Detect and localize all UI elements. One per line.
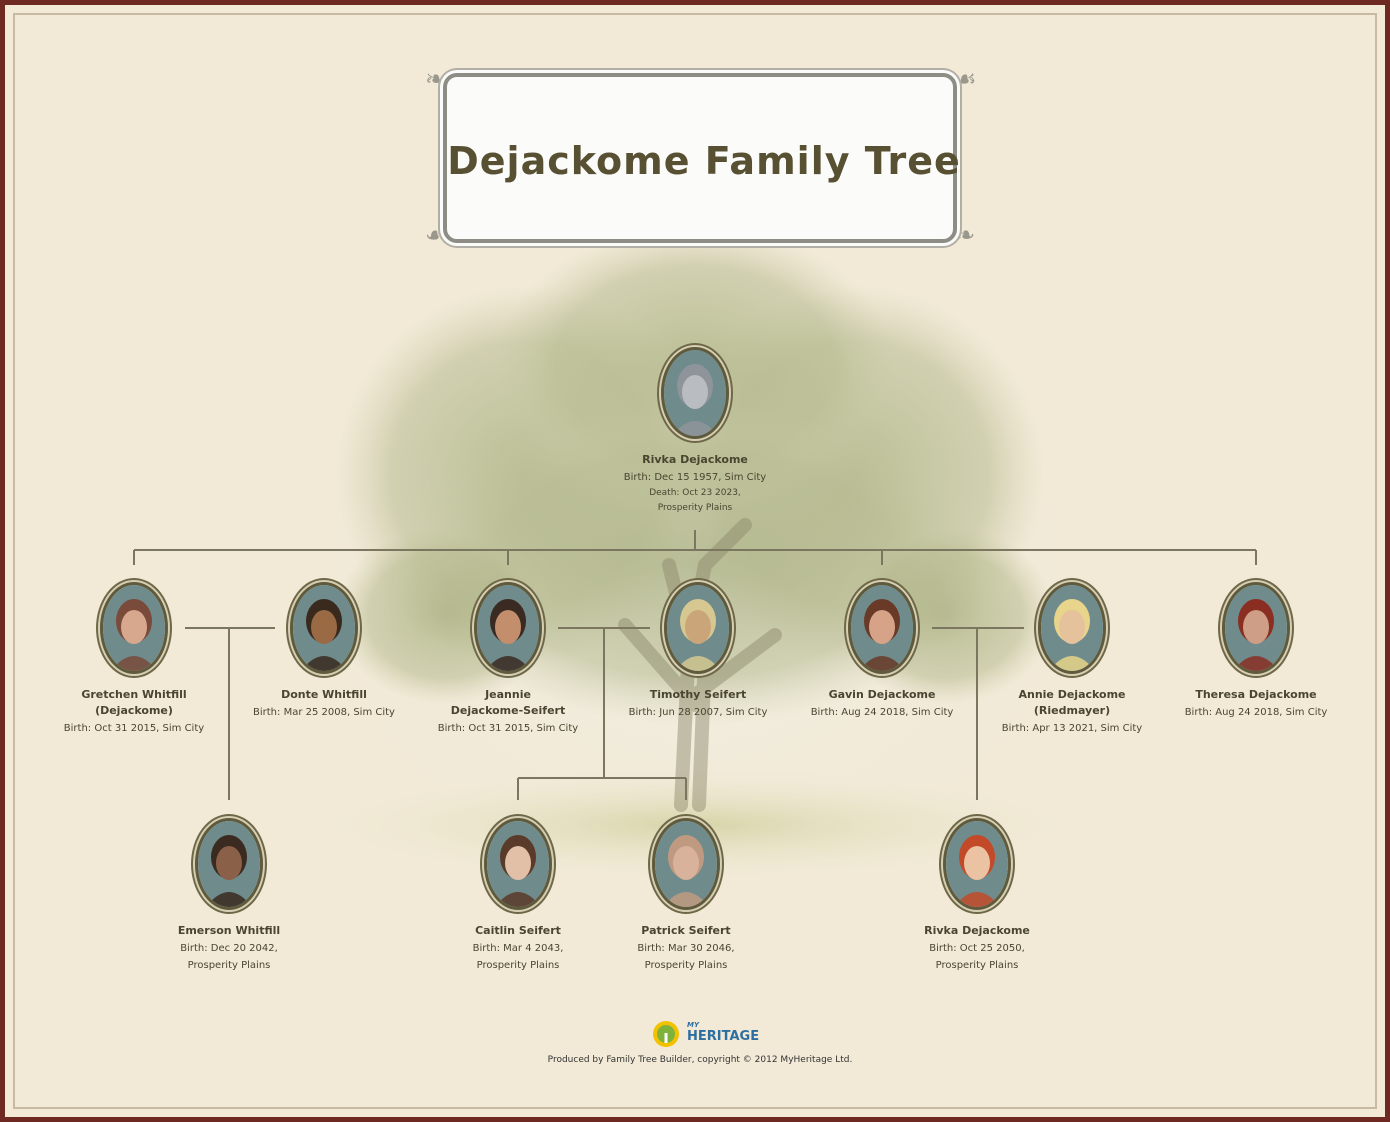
- person-photo[interactable]: [100, 582, 168, 674]
- connector-lines: [133, 530, 1257, 800]
- person-photo[interactable]: [943, 818, 1011, 910]
- person-name-line: Theresa Dejackome: [1195, 688, 1317, 701]
- person-name-line: Emerson Whitfill: [177, 924, 281, 937]
- person-name-line: Donte Whitfill: [281, 688, 367, 701]
- person-name: Rivka Dejackome: [600, 452, 790, 468]
- myheritage-logo-icon: [653, 1021, 679, 1047]
- person-photo[interactable]: [661, 347, 729, 439]
- person-detail: Prosperity Plains: [644, 960, 728, 971]
- person-photo[interactable]: [664, 582, 732, 674]
- portrait-icon: [293, 585, 355, 671]
- person-detail: Birth: Aug 24 2018, Sim City: [1184, 707, 1328, 718]
- person-name-line: Gretchen Whitfill: [81, 688, 187, 701]
- person-photo[interactable]: [290, 582, 358, 674]
- portrait-icon: [1041, 585, 1103, 671]
- person-name-line: Rivka Dejackome: [924, 924, 1030, 937]
- person-detail: Prosperity Plains: [935, 960, 1019, 971]
- person-detail: Birth: Apr 13 2021, Sim City: [1001, 723, 1143, 734]
- myheritage-logo: MY HERITAGE: [651, 1019, 759, 1049]
- person-detail: Birth: Mar 30 2046,: [637, 943, 735, 954]
- person-name-line: Patrick Seifert: [641, 924, 731, 937]
- person-detail: Birth: Jun 28 2007, Sim City: [628, 707, 768, 718]
- person-name: Timothy Seifert: [603, 687, 793, 703]
- title-box: Dejackome Family Tree: [443, 73, 960, 243]
- person-photo[interactable]: [1038, 582, 1106, 674]
- portrait-icon: [851, 585, 913, 671]
- portrait-icon: [655, 821, 717, 907]
- portrait-icon: [667, 585, 729, 671]
- person-photo[interactable]: [848, 582, 916, 674]
- portrait-icon: [1225, 585, 1287, 671]
- portrait-icon: [477, 585, 539, 671]
- person-detail: Birth: Mar 25 2008, Sim City: [253, 707, 395, 718]
- logo-small-text: MY: [687, 1021, 700, 1029]
- person-detail: Birth: Oct 25 2050,: [929, 943, 1025, 954]
- title-card: ❧ ☙ ☙ ❧ Dejackome Family Tree: [425, 67, 977, 247]
- person-detail: Birth: Oct 31 2015, Sim City: [63, 723, 205, 734]
- footer-credit: Produced by Family Tree Builder, copyrig…: [547, 1055, 853, 1065]
- person-photo[interactable]: [474, 582, 542, 674]
- person-name: Emerson Whitfill: [134, 923, 324, 939]
- person-name: Caitlin Seifert: [423, 923, 613, 939]
- person-photo[interactable]: [484, 818, 552, 910]
- logo-text: HERITAGE: [687, 1029, 760, 1044]
- portrait-icon: [664, 350, 726, 436]
- person-name: Annie Dejackome (Riedmayer): [977, 687, 1167, 719]
- person-name-line: Rivka Dejackome: [642, 453, 748, 466]
- person-name-line: Gavin Dejackome: [828, 688, 936, 701]
- person-name-line: Jeannie: [485, 688, 531, 701]
- person-name-line: (Riedmayer): [1033, 704, 1111, 717]
- person-detail: Prosperity Plains: [657, 503, 733, 513]
- portrait-icon: [946, 821, 1008, 907]
- person-detail: Birth: Dec 20 2042,: [180, 943, 278, 954]
- person-photo[interactable]: [195, 818, 263, 910]
- portrait-icon: [103, 585, 165, 671]
- person-detail: Prosperity Plains: [187, 960, 271, 971]
- person-name-line: Dejackome-Seifert: [450, 704, 566, 717]
- person-name-line: Timothy Seifert: [649, 688, 747, 701]
- person-name: Donte Whitfill: [229, 687, 419, 703]
- scroll-ornament-top-left: ❧: [425, 65, 446, 93]
- person-photo[interactable]: [652, 818, 720, 910]
- person-name: Theresa Dejackome: [1161, 687, 1351, 703]
- person-detail: Birth: Mar 4 2043,: [472, 943, 564, 954]
- person-name: Rivka Dejackome: [882, 923, 1072, 939]
- page-title: Dejackome Family Tree: [447, 139, 961, 183]
- portrait-icon: [487, 821, 549, 907]
- person-photo[interactable]: [1222, 582, 1290, 674]
- person-name: Gretchen Whitfill (Dejackome): [39, 687, 229, 719]
- tree-background: [275, 205, 1115, 925]
- person-name: Patrick Seifert: [591, 923, 781, 939]
- scroll-ornament-bottom-left: ☙: [425, 221, 447, 249]
- person-detail: Death: Oct 23 2023,: [649, 488, 741, 498]
- person-name: Gavin Dejackome: [787, 687, 977, 703]
- person-detail: Prosperity Plains: [476, 960, 560, 971]
- person-name-line: Caitlin Seifert: [475, 924, 561, 937]
- person-detail: Birth: Aug 24 2018, Sim City: [810, 707, 954, 718]
- scroll-ornament-top-right: ☙: [955, 65, 977, 93]
- person-name-line: (Dejackome): [95, 704, 173, 717]
- person-detail: Birth: Oct 31 2015, Sim City: [437, 723, 579, 734]
- person-detail: Birth: Dec 15 1957, Sim City: [623, 472, 767, 483]
- portrait-icon: [198, 821, 260, 907]
- person-name-line: Annie Dejackome: [1018, 688, 1126, 701]
- scroll-ornament-bottom-right: ❧: [955, 221, 976, 249]
